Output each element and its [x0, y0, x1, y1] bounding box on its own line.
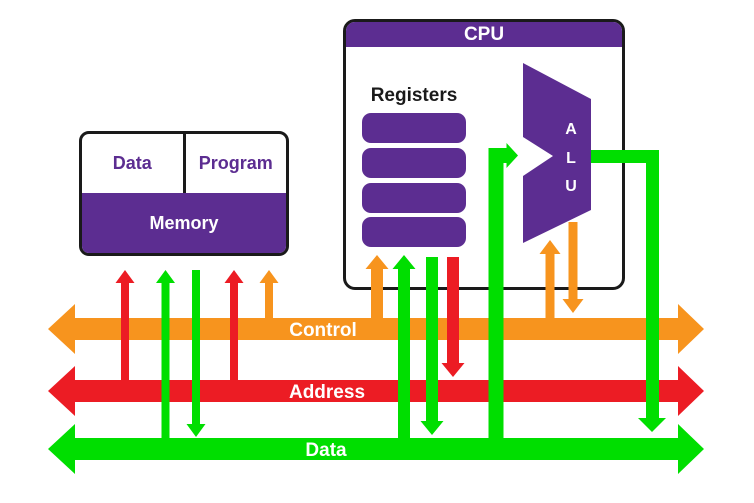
- memory-cell-data: Data: [82, 134, 183, 193]
- data-bus-label: Data: [305, 440, 347, 461]
- memory-cell-program: Program: [186, 134, 287, 193]
- data-bus: [48, 424, 704, 474]
- register-bar: [362, 217, 466, 247]
- arrow-address-to-memory-right: [224, 270, 244, 395]
- register-bar: [362, 183, 466, 213]
- register-bar: [362, 148, 466, 178]
- cpu-title: CPU: [346, 22, 622, 47]
- memory-cell-divider: [182, 134, 186, 193]
- control-bus-label: Control: [289, 320, 357, 341]
- register-bar: [362, 113, 466, 143]
- memory-cell-data-label: Data: [112, 153, 152, 173]
- arrow-data-to-memory: [156, 270, 175, 453]
- arrow-control-to-memory: [259, 270, 279, 333]
- memory-top-row: Data Program: [82, 134, 286, 193]
- control-bus: [48, 304, 704, 354]
- memory-title: Memory: [82, 193, 286, 253]
- memory-box: Data Program Memory: [79, 131, 289, 256]
- address-bus-label: Address: [289, 382, 365, 403]
- arrow-address-to-memory-left: [115, 270, 135, 395]
- arrow-memory-to-data: [186, 270, 206, 437]
- registers-label: Registers: [370, 85, 458, 106]
- memory-cell-program-label: Program: [198, 153, 273, 173]
- address-bus: [48, 366, 704, 416]
